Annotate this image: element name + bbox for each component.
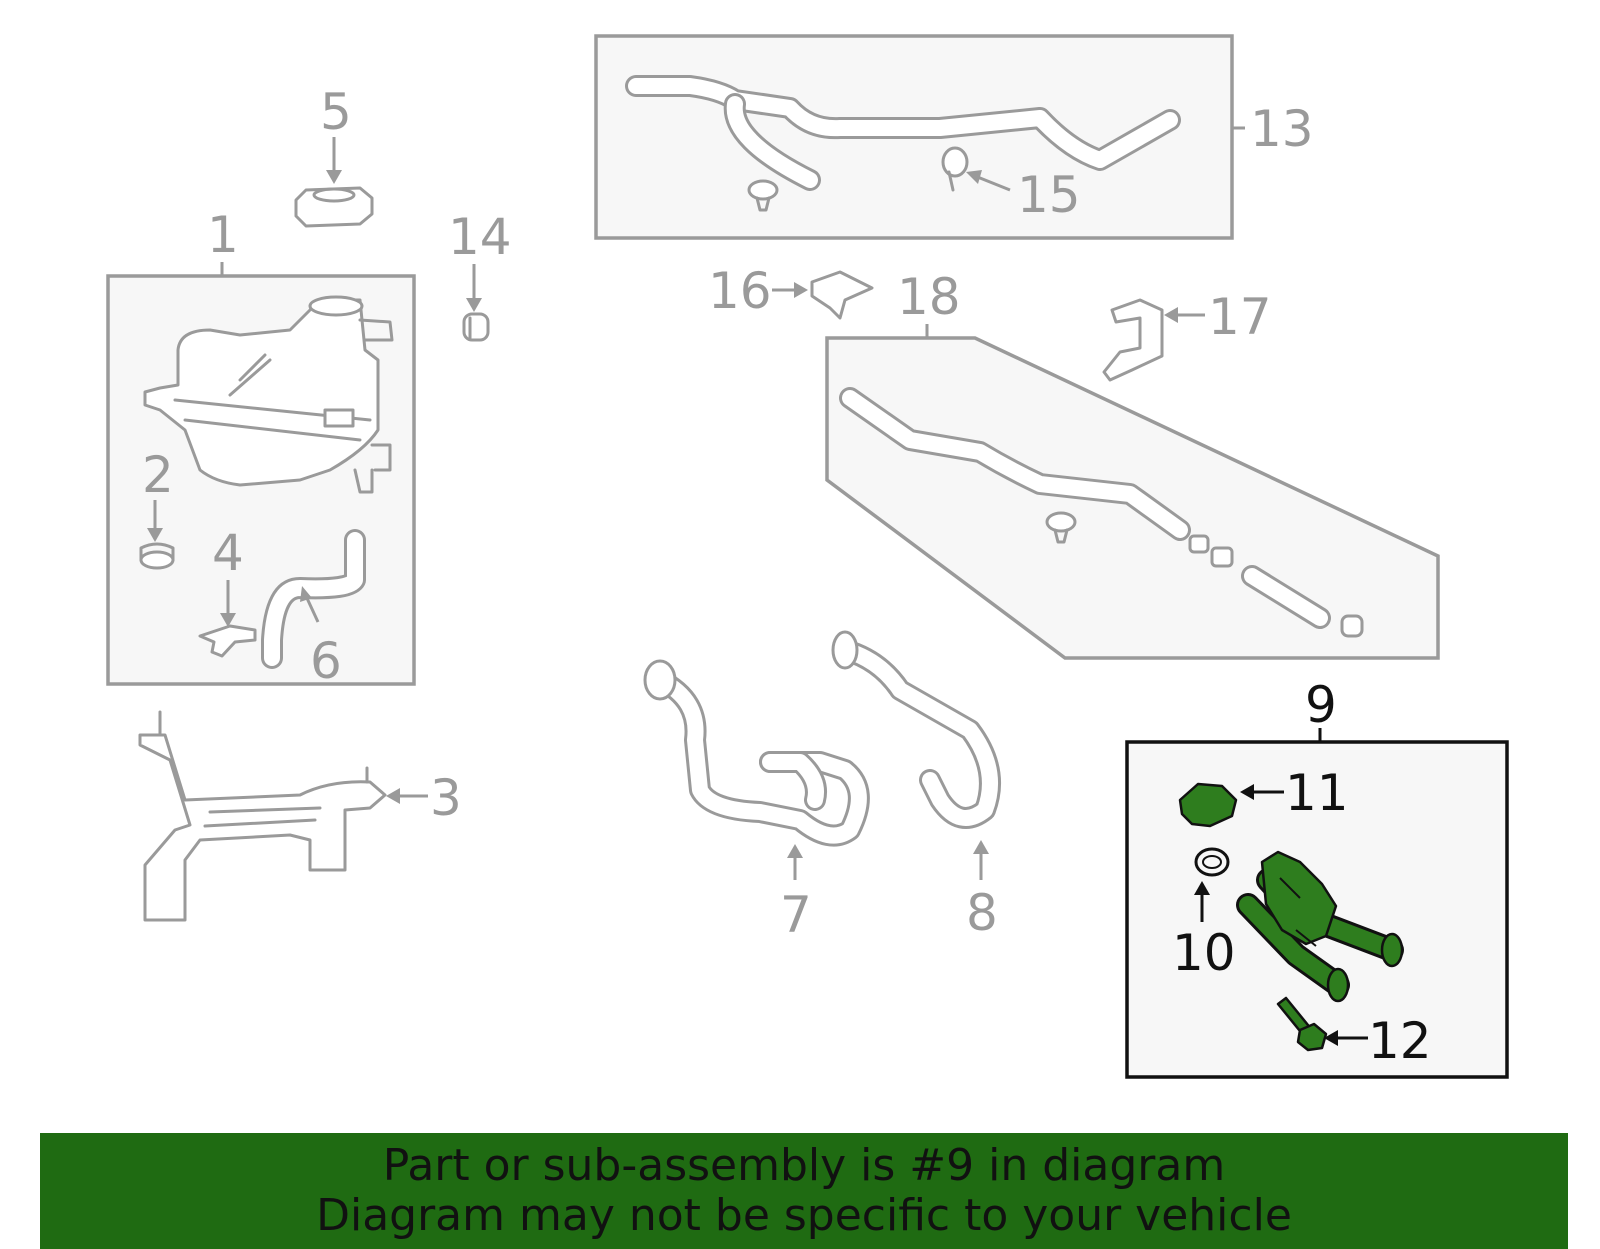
coolant-reservoir-icon bbox=[143, 295, 394, 494]
o-ring-icon bbox=[1194, 847, 1230, 877]
reservoir-cap-icon bbox=[294, 186, 374, 228]
callout-1: 1 bbox=[207, 206, 239, 264]
callout-5: 5 bbox=[320, 83, 352, 141]
callout-18: 18 bbox=[897, 268, 961, 326]
part-1-group[interactable]: 1 2 4 6 bbox=[106, 206, 416, 690]
cap-icon bbox=[1178, 782, 1238, 828]
part-14-group[interactable]: 14 bbox=[448, 208, 512, 342]
clip-icon bbox=[198, 624, 257, 658]
bracket-icon bbox=[810, 270, 874, 320]
bracket-icon bbox=[1102, 298, 1164, 382]
banner-line-2: Diagram may not be specific to your vehi… bbox=[316, 1190, 1292, 1241]
part-5-group[interactable]: 5 bbox=[294, 83, 374, 228]
clip-icon bbox=[747, 179, 779, 212]
callout-13: 13 bbox=[1250, 100, 1314, 158]
callout-8: 8 bbox=[966, 884, 998, 942]
mounting-bracket-icon bbox=[138, 710, 387, 922]
part-16-group[interactable]: 16 bbox=[708, 262, 874, 320]
grommet-icon bbox=[139, 542, 175, 570]
part-9-group[interactable]: 9 11 10 bbox=[1125, 676, 1509, 1079]
callout-16: 16 bbox=[708, 262, 772, 320]
callout-14: 14 bbox=[448, 208, 512, 266]
part-17-group[interactable]: 17 bbox=[1102, 288, 1272, 382]
part-18-group[interactable]: 18 bbox=[825, 268, 1440, 660]
callout-15: 15 bbox=[1017, 166, 1081, 224]
banner-line-1: Part or sub-assembly is #9 in diagram bbox=[382, 1140, 1226, 1191]
callout-10: 10 bbox=[1172, 924, 1236, 982]
hose-clamp-icon bbox=[462, 312, 490, 342]
part-3-group[interactable]: 3 bbox=[138, 710, 462, 922]
callout-11: 11 bbox=[1285, 764, 1349, 822]
callout-9: 9 bbox=[1305, 676, 1337, 734]
callout-6: 6 bbox=[310, 632, 342, 690]
thermostat-housing-icon bbox=[1236, 850, 1404, 1003]
info-banner: Part or sub-assembly is #9 in diagram Di… bbox=[40, 1133, 1568, 1249]
callout-17: 17 bbox=[1208, 288, 1272, 346]
hose-clamp-icon bbox=[941, 146, 969, 192]
bolt-icon bbox=[1276, 996, 1328, 1052]
clip-icon bbox=[1045, 511, 1077, 544]
callout-7: 7 bbox=[780, 886, 812, 944]
callout-2: 2 bbox=[142, 446, 174, 504]
part-13-group[interactable]: 13 15 bbox=[594, 34, 1314, 240]
callout-3: 3 bbox=[430, 769, 462, 827]
part-8-group[interactable]: 8 bbox=[831, 630, 1001, 942]
callout-12: 12 bbox=[1368, 1012, 1432, 1070]
callout-4: 4 bbox=[212, 524, 244, 582]
part-7-group[interactable]: 7 bbox=[643, 659, 870, 944]
